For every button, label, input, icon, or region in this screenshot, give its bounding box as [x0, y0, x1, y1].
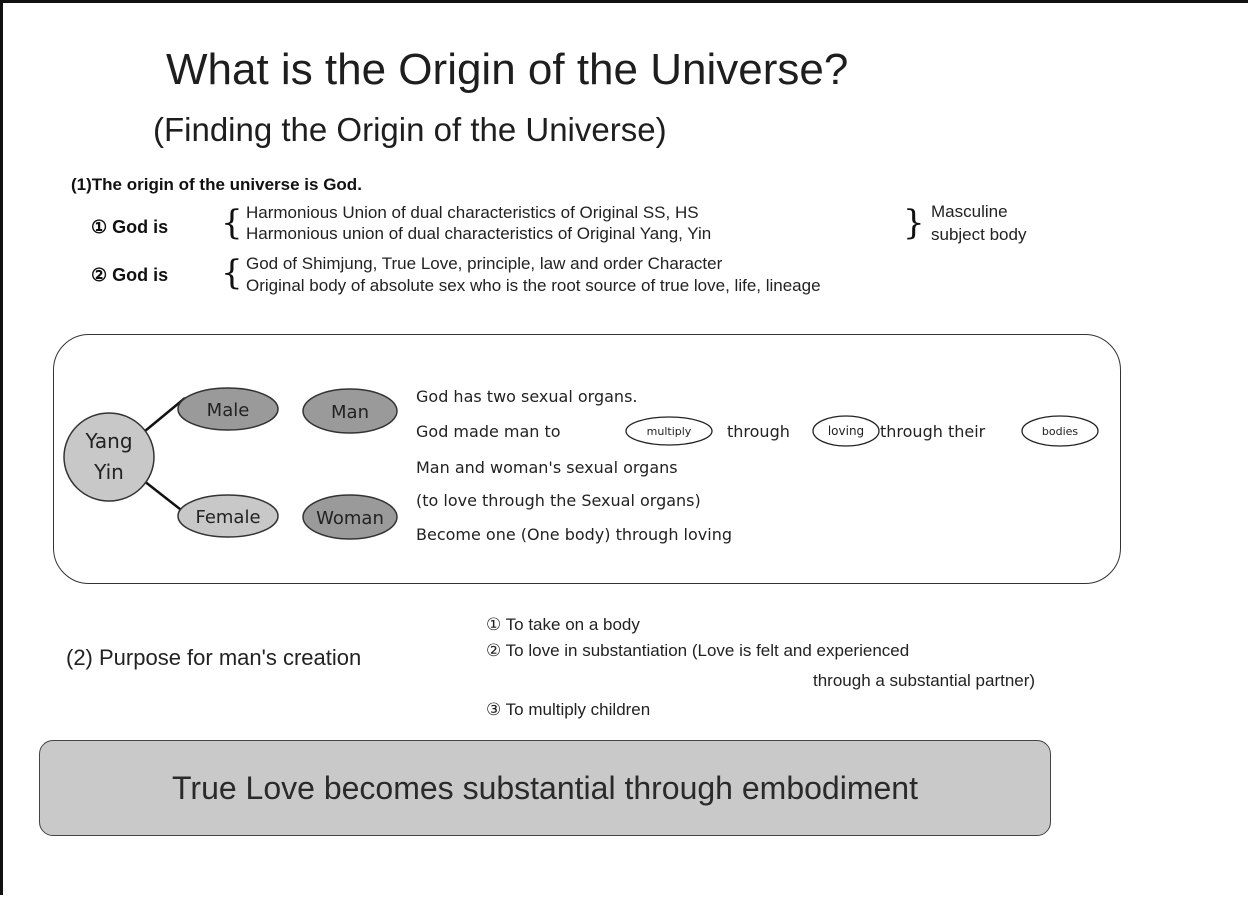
left-brace-icon: {: [221, 203, 243, 243]
section2-heading: (2) Purpose for man's creation: [66, 645, 362, 670]
item2-label: ② God is: [91, 265, 169, 285]
bracket-note-line2: subject body: [931, 225, 1027, 244]
word-multiply: multiply: [647, 425, 692, 438]
summary-banner: True Love becomes substantial through em…: [39, 740, 1051, 836]
word-bodies: bodies: [1042, 425, 1079, 438]
item2-line2: Original body of absolute sex who is the…: [246, 276, 821, 295]
left-brace-icon-2: {: [221, 253, 243, 293]
circle-loving: [812, 415, 880, 447]
woman-node: [302, 494, 398, 540]
man-label: Man: [331, 402, 369, 423]
right-brace-icon: }: [903, 203, 925, 243]
yang-label: Yang: [84, 429, 132, 453]
diagram-line4: (to love through the Sexual organs): [416, 491, 701, 510]
circle-bodies: [1021, 415, 1099, 447]
connector-female: [138, 476, 186, 514]
male-label: Male: [207, 400, 250, 421]
section1-heading: (1)The origin of the universe is God.: [71, 175, 362, 194]
diagram-line1: God has two sexual organs.: [416, 387, 637, 406]
female-node: [177, 494, 279, 538]
yin-label: Yin: [93, 460, 124, 484]
diagram-line5: Become one (One body) through loving: [416, 525, 732, 544]
item1-line1: Harmonious Union of dual characteristics…: [246, 203, 699, 222]
diagram-line2-b: through: [727, 422, 790, 441]
connector-male: [138, 397, 186, 437]
female-label: Female: [195, 507, 260, 528]
page-title: What is the Origin of the Universe?: [166, 45, 849, 94]
purpose-2b: through a substantial partner): [813, 671, 1036, 690]
word-loving: loving: [828, 424, 864, 438]
purpose-3: ③ To multiply children: [486, 700, 651, 719]
yang-yin-node: [63, 412, 155, 502]
diagram-line2-c: through their: [880, 422, 986, 441]
bracket-note: Masculine subject body: [931, 200, 1026, 246]
diagram-line2-a: God made man to: [416, 422, 561, 441]
item1-label: ① God is: [91, 217, 169, 237]
purpose-2a: ② To love in substantiation (Love is fel…: [486, 641, 910, 660]
bracket-note-line1: Masculine: [931, 202, 1008, 221]
male-node: [177, 387, 279, 431]
circle-multiply: [625, 416, 713, 446]
diagram-line3: Man and woman's sexual organs: [416, 458, 678, 477]
diagram-box: [53, 334, 1121, 584]
page-subtitle: (Finding the Origin of the Universe): [153, 111, 667, 148]
man-node: [302, 388, 398, 434]
item2-line1: God of Shimjung, True Love, principle, l…: [246, 254, 723, 273]
diagram-svg: Yang Yin Male Female Man Woman God has t…: [63, 387, 1099, 544]
purpose-1: ① To take on a body: [486, 615, 640, 634]
item1-line2: Harmonious union of dual characteristics…: [246, 224, 712, 243]
woman-label: Woman: [316, 508, 384, 529]
